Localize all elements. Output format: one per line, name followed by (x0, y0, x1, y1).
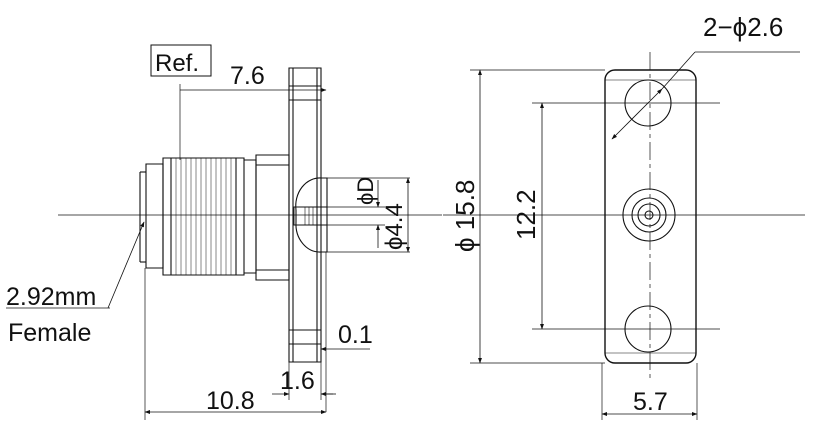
side-view (6, 44, 442, 420)
threaded-body (162, 157, 245, 276)
connector-type-line2: Female (8, 319, 91, 347)
connector-nose (145, 163, 164, 269)
mounting-hole-bottom (624, 305, 672, 353)
connector-type-leader (107, 221, 145, 309)
dim-flange-width-label: 5.7 (633, 388, 668, 416)
dim-ref-length-label: 7.6 (230, 62, 265, 90)
front-view (443, 51, 805, 420)
dim-holes-label: 2−ϕ2.6 (703, 12, 783, 42)
dim-recess-label: 0.1 (338, 321, 373, 349)
ref-box (150, 44, 212, 77)
hole-leader (611, 88, 663, 140)
hex-collar (244, 159, 257, 274)
dim-dielectric-dia-label: ϕ4.4 (381, 203, 408, 250)
dim-flange-height-label: ϕ 15.8 (450, 180, 480, 252)
ref-label: Ref. (155, 50, 199, 77)
center-contact-pin (644, 210, 654, 220)
connector-type-line1: 2.92mm (6, 283, 96, 311)
center-contact-outer (622, 188, 676, 242)
flange-outline (604, 69, 697, 364)
dim-flange-thickness-label: 1.6 (280, 367, 315, 395)
dim-pin-dia-label: ϕD (353, 177, 378, 205)
dim-overall-length-label: 10.8 (206, 387, 255, 415)
dim-hole-spacing-label: 12.2 (511, 189, 541, 240)
